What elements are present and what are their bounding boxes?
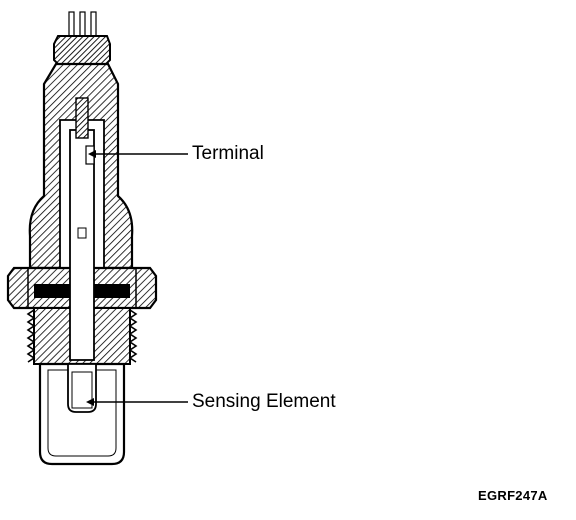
sensing-element: [67, 363, 97, 413]
figure-code: EGRF247A: [478, 488, 548, 503]
center-conductor: [69, 97, 95, 361]
leader-lines: [86, 150, 188, 406]
terminal-label: Terminal: [192, 143, 264, 164]
top-grommet: [53, 35, 111, 65]
lead-wires: [68, 11, 97, 37]
protective-tube: [38, 362, 126, 466]
sensing-element-label: Sensing Element: [192, 391, 336, 412]
